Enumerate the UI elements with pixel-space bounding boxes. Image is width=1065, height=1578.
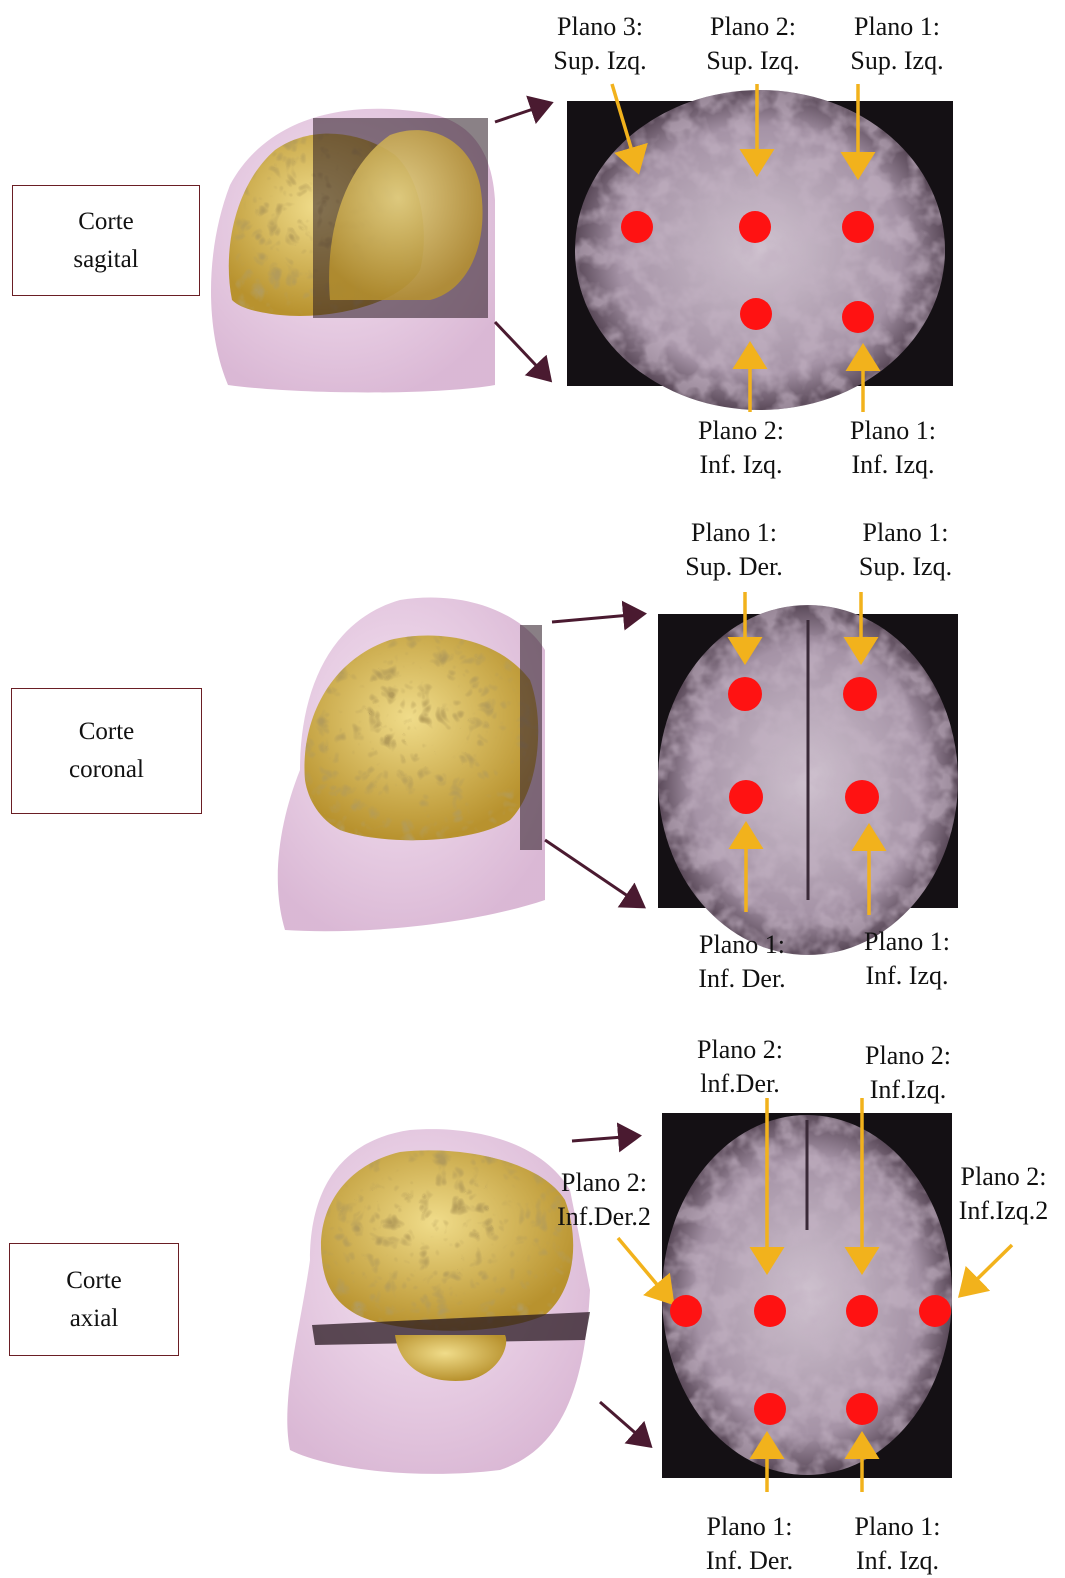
pointer-arrow — [552, 614, 641, 622]
pointer-arrow — [545, 840, 641, 905]
label-line: Plano 1: — [828, 414, 958, 448]
box-line: Corte — [73, 203, 138, 241]
marker-dot — [728, 677, 762, 711]
label-line: Inf. Izq. — [828, 448, 958, 482]
label-line: Inf. Izq. — [676, 448, 806, 482]
label-coronal-plano1-inf-der: Plano 1: Inf. Der. — [672, 928, 812, 996]
label-line: Plano 2: — [843, 1039, 973, 1073]
label-axial-plano2-inf-der: Plano 2: lnf.Der. — [675, 1033, 805, 1101]
marker-dot — [670, 1295, 702, 1327]
label-line: Plano 2: — [675, 1033, 805, 1067]
label-line: Plano 2: — [946, 1160, 1061, 1194]
label-sagital-plano1-sup-izq: Plano 1: Sup. Izq. — [832, 10, 962, 78]
label-line: Sup. Izq. — [832, 44, 962, 78]
box-line: axial — [66, 1300, 122, 1338]
label-line: Inf. Izq. — [830, 1544, 965, 1578]
label-line: lnf.Der. — [675, 1067, 805, 1101]
box-line: Corte — [66, 1262, 122, 1300]
label-coronal-plano1-sup-izq: Plano 1: Sup. Izq. — [838, 516, 973, 584]
box-line: coronal — [69, 751, 144, 789]
label-axial-plano1-inf-izq: Plano 1: Inf. Izq. — [830, 1510, 965, 1578]
label-axial-plano2-inf-izq-2: Plano 2: Inf.Izq.2 — [946, 1160, 1061, 1228]
marker-dot — [621, 211, 653, 243]
label-line: Sup. Izq. — [688, 44, 818, 78]
sagital-mri-slice — [567, 90, 953, 410]
indicator-arrow — [963, 1245, 1012, 1293]
box-line: sagital — [73, 241, 138, 279]
marker-dot — [740, 298, 772, 330]
marker-dot — [919, 1295, 951, 1327]
label-sagital-plano3-sup-izq: Plano 3: Sup. Izq. — [535, 10, 665, 78]
label-line: Inf.Izq. — [843, 1073, 973, 1107]
label-line: Plano 1: — [664, 516, 804, 550]
label-line: Plano 1: — [830, 1510, 965, 1544]
label-line: Sup. Izq. — [838, 550, 973, 584]
marker-dot — [843, 677, 877, 711]
label-sagital-plano2-inf-izq: Plano 2: Inf. Izq. — [676, 414, 806, 482]
label-sagital-plano2-sup-izq: Plano 2: Sup. Izq. — [688, 10, 818, 78]
label-line: Plano 2: — [540, 1166, 668, 1200]
marker-dot — [842, 211, 874, 243]
label-line: Inf. Izq. — [842, 959, 972, 993]
label-axial-plano2-inf-der-2: Plano 2: Inf.Der.2 — [540, 1166, 668, 1234]
coronal-head-render — [278, 597, 545, 931]
label-line: Sup. Izq. — [535, 44, 665, 78]
label-coronal-plano1-inf-izq: Plano 1: Inf. Izq. — [842, 925, 972, 993]
pointer-arrow — [495, 104, 548, 122]
label-line: Plano 3: — [535, 10, 665, 44]
pointer-arrow — [572, 1136, 636, 1141]
label-line: Inf.Der.2 — [540, 1200, 668, 1234]
label-sagital-plano1-inf-izq: Plano 1: Inf. Izq. — [828, 414, 958, 482]
marker-dot — [842, 301, 874, 333]
label-line: Inf.Izq.2 — [946, 1194, 1061, 1228]
box-line: Corte — [69, 713, 144, 751]
label-line: Plano 1: — [832, 10, 962, 44]
marker-dot — [846, 1393, 878, 1425]
label-line: Plano 2: — [676, 414, 806, 448]
label-line: Sup. Der. — [664, 550, 804, 584]
label-line: Plano 1: — [838, 516, 973, 550]
pointer-arrow — [495, 322, 548, 378]
marker-dot — [754, 1295, 786, 1327]
label-line: Plano 2: — [688, 10, 818, 44]
axial-mri-slice — [662, 1113, 952, 1478]
label-line: Inf. Der. — [672, 962, 812, 996]
label-line: Plano 1: — [682, 1510, 817, 1544]
marker-dot — [729, 780, 763, 814]
label-line: Inf. Der. — [682, 1544, 817, 1578]
label-axial-plano1-inf-der: Plano 1: Inf. Der. — [682, 1510, 817, 1578]
pointer-arrow — [600, 1402, 648, 1444]
marker-dot — [846, 1295, 878, 1327]
label-line: Plano 1: — [672, 928, 812, 962]
marker-dot — [739, 211, 771, 243]
marker-dot — [845, 780, 879, 814]
label-coronal-plano1-sup-der: Plano 1: Sup. Der. — [664, 516, 804, 584]
sagital-head-render — [211, 109, 495, 393]
label-axial-plano2-inf-izq: Plano 2: Inf.Izq. — [843, 1039, 973, 1107]
coronal-mri-slice — [658, 605, 958, 955]
marker-dot — [754, 1393, 786, 1425]
label-line: Plano 1: — [842, 925, 972, 959]
